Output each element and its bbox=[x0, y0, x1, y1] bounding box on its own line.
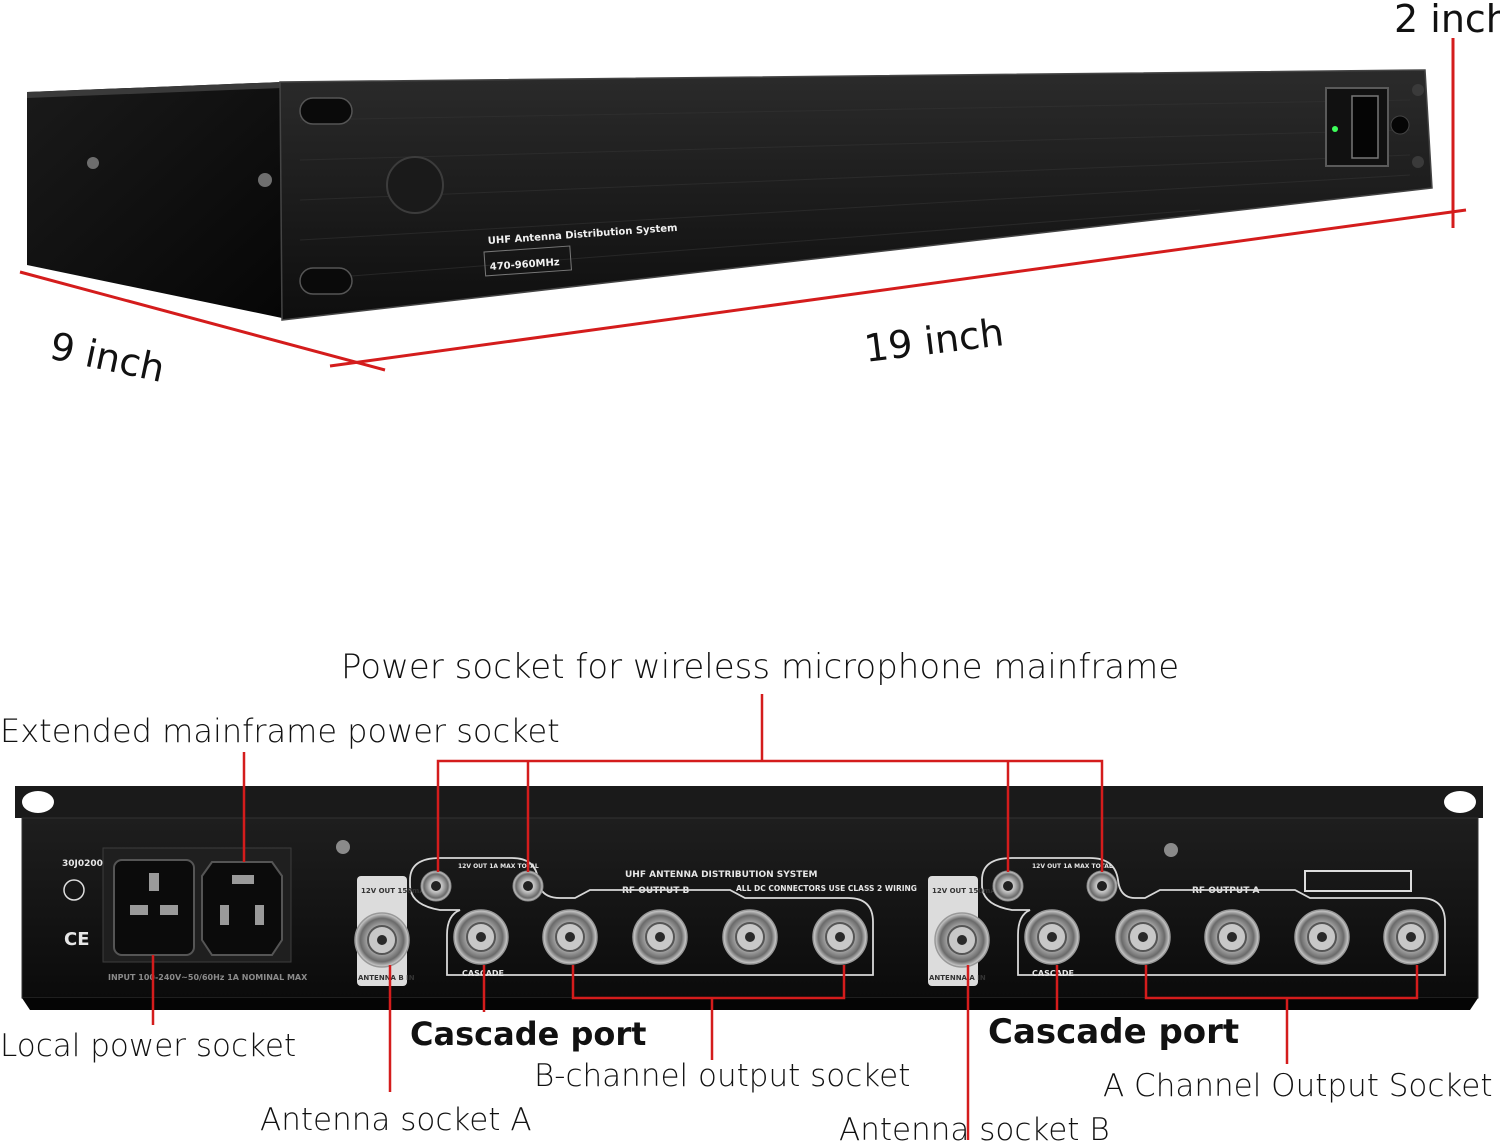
brushed-texture bbox=[299, 99, 1411, 281]
rf-output-a-label: RF OUTPUT A bbox=[1192, 886, 1259, 896]
input-rating: INPUT 100-240V~50/60Hz 1A NOMINAL MAX bbox=[108, 973, 308, 982]
label-antenna-a: Antenna socket A bbox=[260, 1102, 532, 1138]
label-power-socket-wireless: Power socket for wireless microphone mai… bbox=[341, 647, 1179, 687]
rear-system-title: UHF ANTENNA DISTRIBUTION SYSTEM bbox=[625, 870, 818, 880]
front-screw-right-2 bbox=[1412, 156, 1424, 168]
output-b-4 bbox=[542, 909, 598, 965]
rear-ear-hole-left bbox=[22, 791, 54, 813]
antenna-b-label: ANTENNA B IN bbox=[358, 974, 415, 982]
front-jack bbox=[1390, 115, 1410, 135]
antenna-b-power: 12V OUT 150mA bbox=[361, 887, 425, 895]
callout-lines bbox=[151, 694, 1419, 1140]
antenna-a-label: ANTENNA A IN bbox=[929, 974, 986, 982]
dc-out-note-a: 12V OUT 1A MAX TOTAL bbox=[1032, 863, 1113, 870]
cascade-a-bnc bbox=[1024, 909, 1080, 965]
extended-power-socket bbox=[201, 861, 283, 956]
front-screw-right bbox=[1412, 84, 1424, 96]
rear-bottom-edge bbox=[22, 998, 1478, 1010]
output-b-2 bbox=[722, 909, 778, 965]
dim-height: 2 inch bbox=[1394, 0, 1500, 41]
group-outline-a bbox=[981, 857, 1446, 976]
output-b-1 bbox=[812, 909, 868, 965]
label-local-power: Local power socket bbox=[0, 1028, 296, 1064]
label-plate bbox=[1304, 870, 1412, 892]
output-b-3 bbox=[632, 909, 688, 965]
ce-mark: CE bbox=[64, 929, 90, 950]
power-led bbox=[1332, 126, 1338, 132]
rear-unit: 30J0200 CE INPUT 100-240V~50/60Hz 1A NOM… bbox=[15, 786, 1483, 1010]
label-antenna-b: Antenna socket B bbox=[839, 1112, 1110, 1145]
unit-side-body bbox=[27, 82, 282, 318]
unit-front-panel bbox=[279, 69, 1433, 321]
label-a-channel: A Channel Output Socket bbox=[1103, 1068, 1492, 1104]
front-freq-box bbox=[483, 245, 572, 277]
dim-width: 19 inch bbox=[862, 310, 1006, 371]
rack-slot-top bbox=[299, 97, 353, 125]
front-freq-text: 470-960MHz bbox=[489, 257, 560, 273]
front-knob bbox=[386, 156, 444, 214]
antenna-b-bnc bbox=[354, 912, 410, 968]
rear-top-rail bbox=[15, 786, 1483, 818]
label-cascade-right: Cascade port bbox=[988, 1012, 1239, 1052]
rack-slot-bottom bbox=[299, 267, 353, 295]
rf-output-b-label: RF OUTPUT B bbox=[622, 886, 689, 896]
antenna-a-bnc bbox=[934, 912, 990, 968]
output-a-1 bbox=[1383, 909, 1439, 965]
group-outline-b bbox=[409, 857, 874, 976]
dc-out-note-b: 12V OUT 1A MAX TOTAL bbox=[458, 863, 539, 870]
side-screw-2 bbox=[258, 173, 272, 187]
front-unit: UHF Antenna Distribution System 470-960M… bbox=[27, 69, 1433, 321]
cascade-b-bnc bbox=[453, 909, 509, 965]
output-a-4 bbox=[1115, 909, 1171, 965]
power-switch bbox=[1351, 95, 1379, 159]
cascade-label-a: CASCADE bbox=[1032, 969, 1074, 978]
rear-ear-hole-right bbox=[1444, 791, 1476, 813]
dim-depth: 9 inch bbox=[46, 324, 168, 391]
label-b-channel: B-channel output socket bbox=[534, 1058, 910, 1094]
rear-screw-2 bbox=[1164, 843, 1178, 857]
label-extended-power: Extended mainframe power socket bbox=[0, 712, 560, 750]
serial-text: 30J0200 bbox=[62, 859, 103, 869]
rear-screw-1 bbox=[336, 840, 350, 854]
dimension-lines bbox=[19, 38, 1467, 372]
ul-mark bbox=[63, 879, 85, 901]
dc-note: ALL DC CONNECTORS USE CLASS 2 WIRING bbox=[736, 884, 917, 893]
output-a-3 bbox=[1204, 909, 1260, 965]
bnc-connectors bbox=[354, 909, 1439, 968]
output-a-2 bbox=[1294, 909, 1350, 965]
antenna-a-power: 12V OUT 150mA bbox=[932, 887, 996, 895]
side-screw-1 bbox=[87, 157, 99, 169]
label-cascade-left: Cascade port bbox=[410, 1015, 646, 1053]
